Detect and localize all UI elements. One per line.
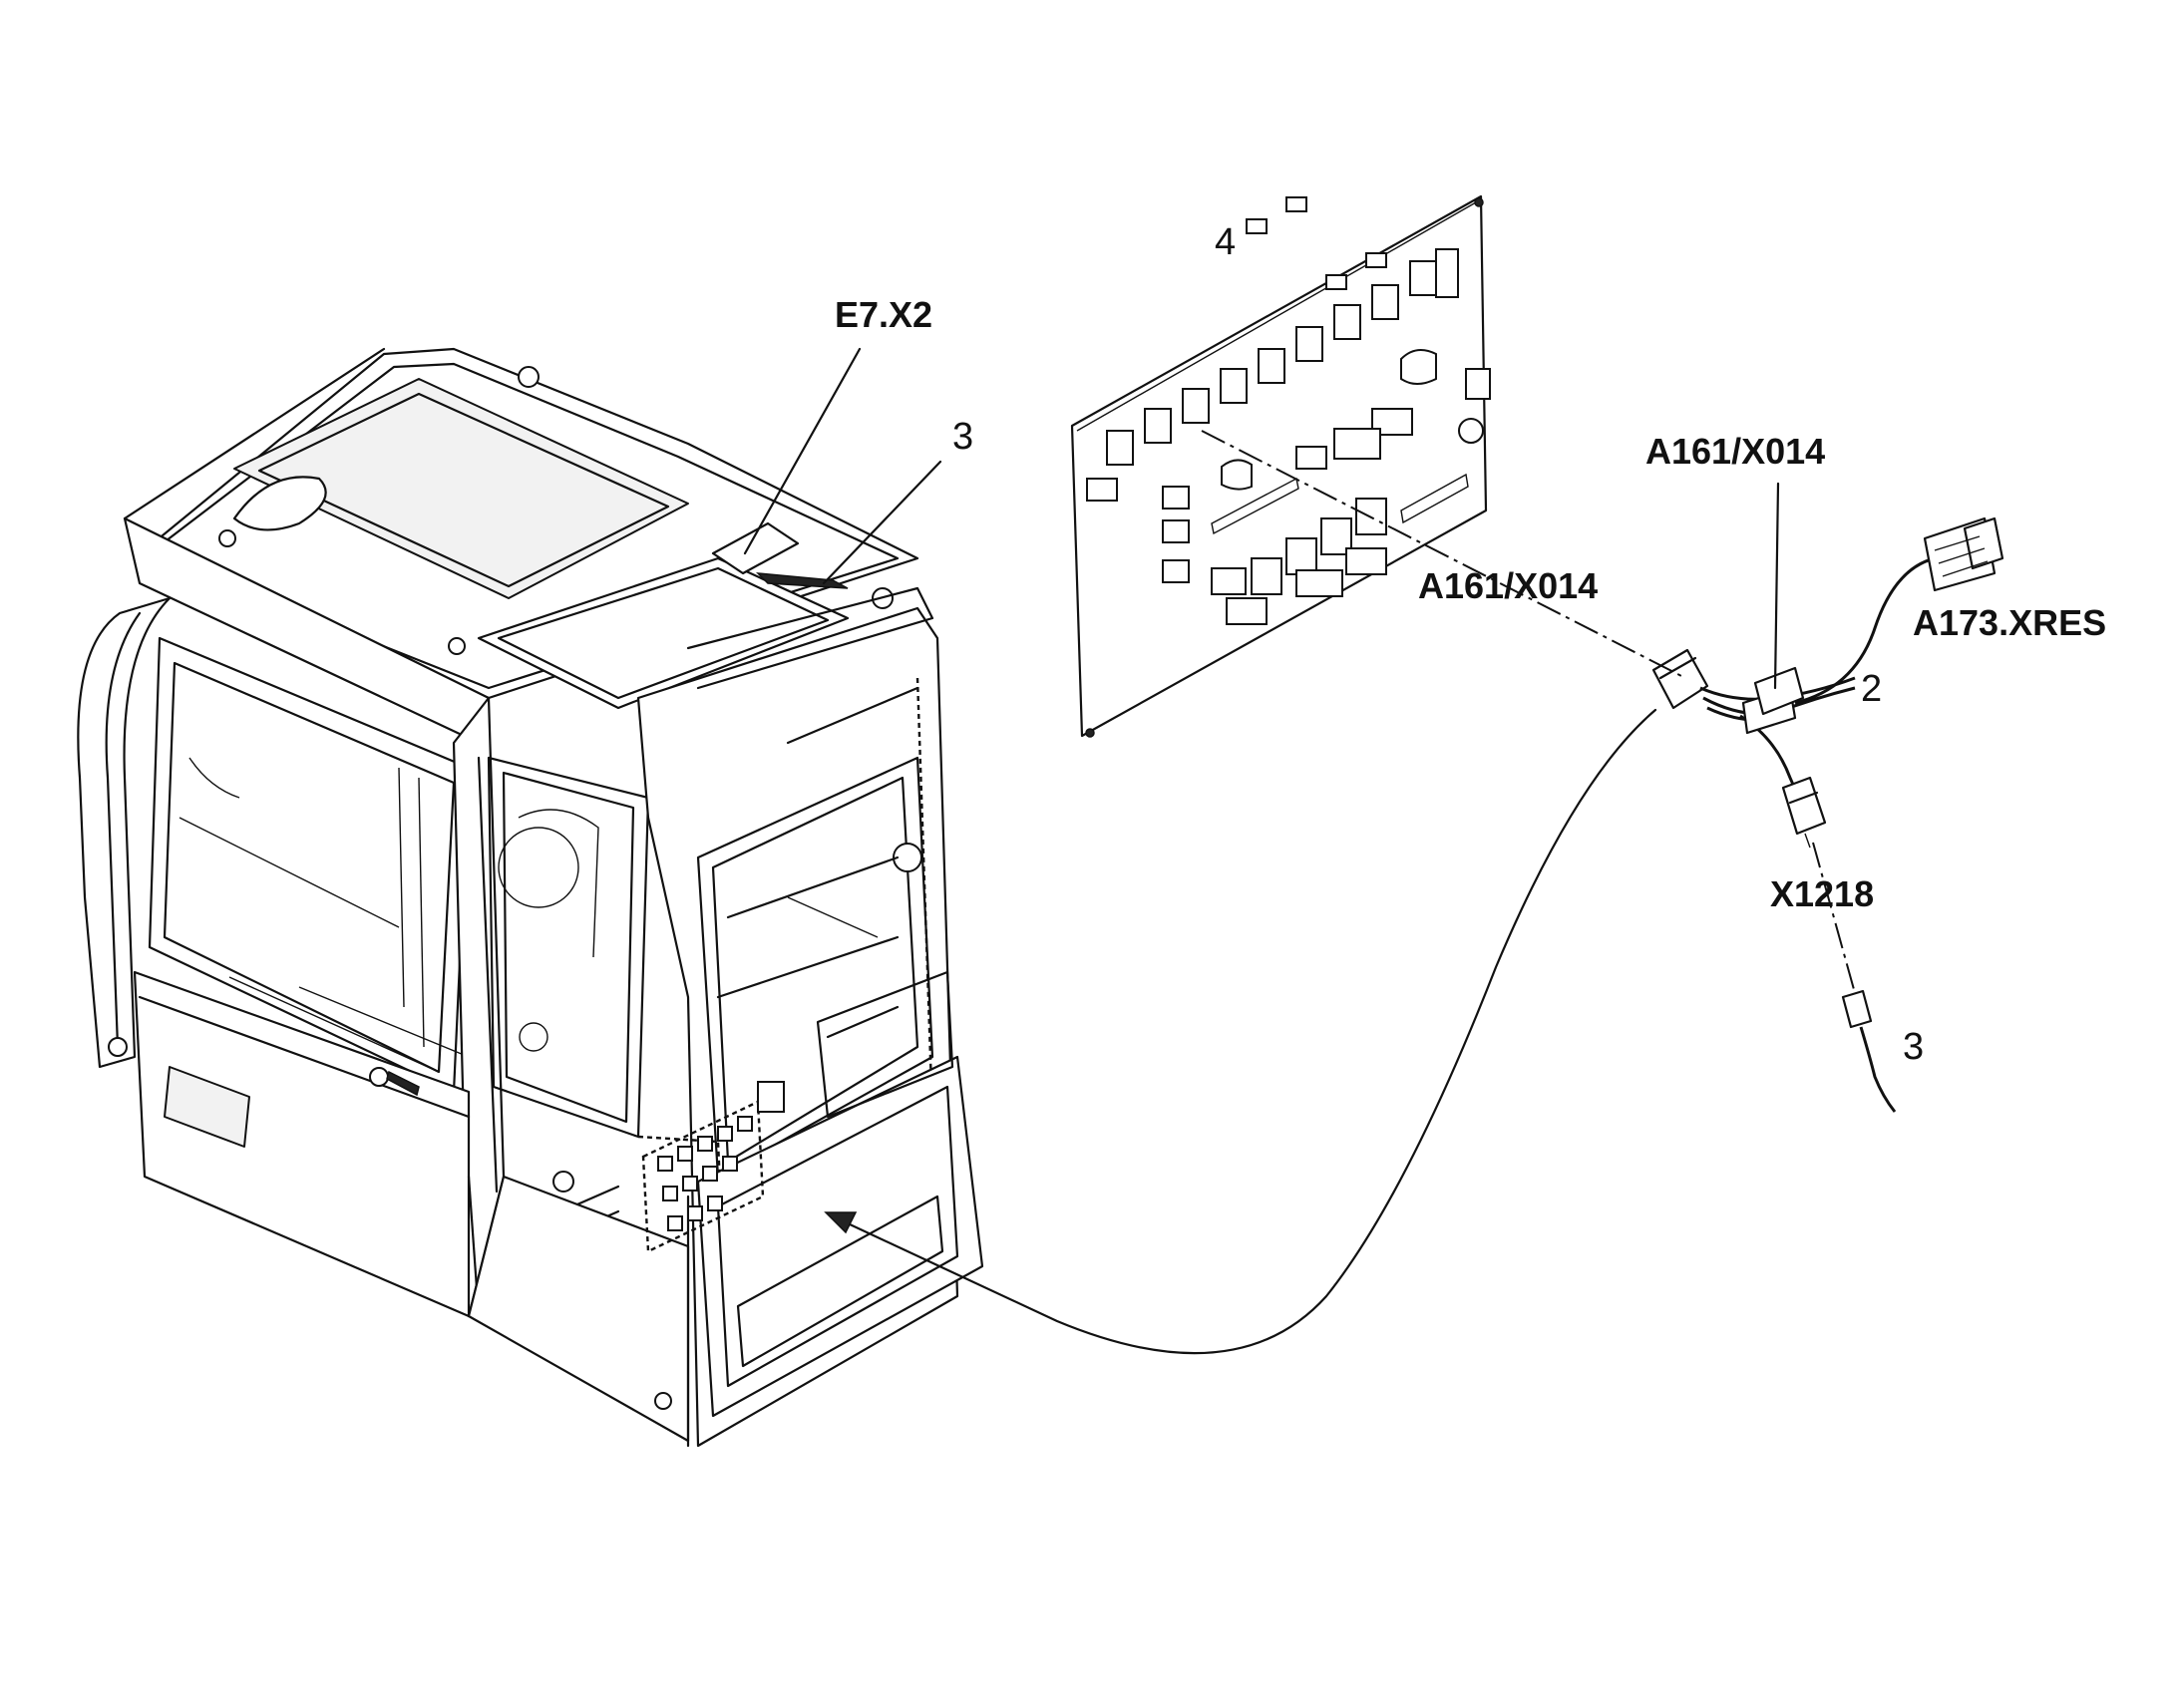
- callout-labels: E7.X2 3 4 A161/X014 A161/X014 A173.XRES …: [835, 221, 2106, 1068]
- label-item-4: 4: [1215, 221, 1236, 263]
- label-e7-x2: E7.X2: [835, 294, 932, 335]
- label-x1218: X1218: [1770, 873, 1874, 914]
- label-a161-x014-board: A161/X014: [1418, 565, 1598, 606]
- control-circuit-board: [1070, 194, 1491, 738]
- board-relays: [1086, 196, 1491, 625]
- leader-lines: [743, 347, 1856, 1355]
- label-item-3-lead: 3: [1903, 1026, 1924, 1068]
- label-item-2: 2: [1861, 668, 1882, 710]
- operator-cab: [77, 347, 984, 1448]
- relay-cluster: [641, 1081, 785, 1253]
- label-item-3-cab: 3: [952, 416, 973, 458]
- label-a161-x014-harness: A161/X014: [1645, 431, 1825, 472]
- label-a173-xres: A173.XRES: [1913, 602, 2106, 643]
- wiring-harness: [1651, 516, 2004, 1113]
